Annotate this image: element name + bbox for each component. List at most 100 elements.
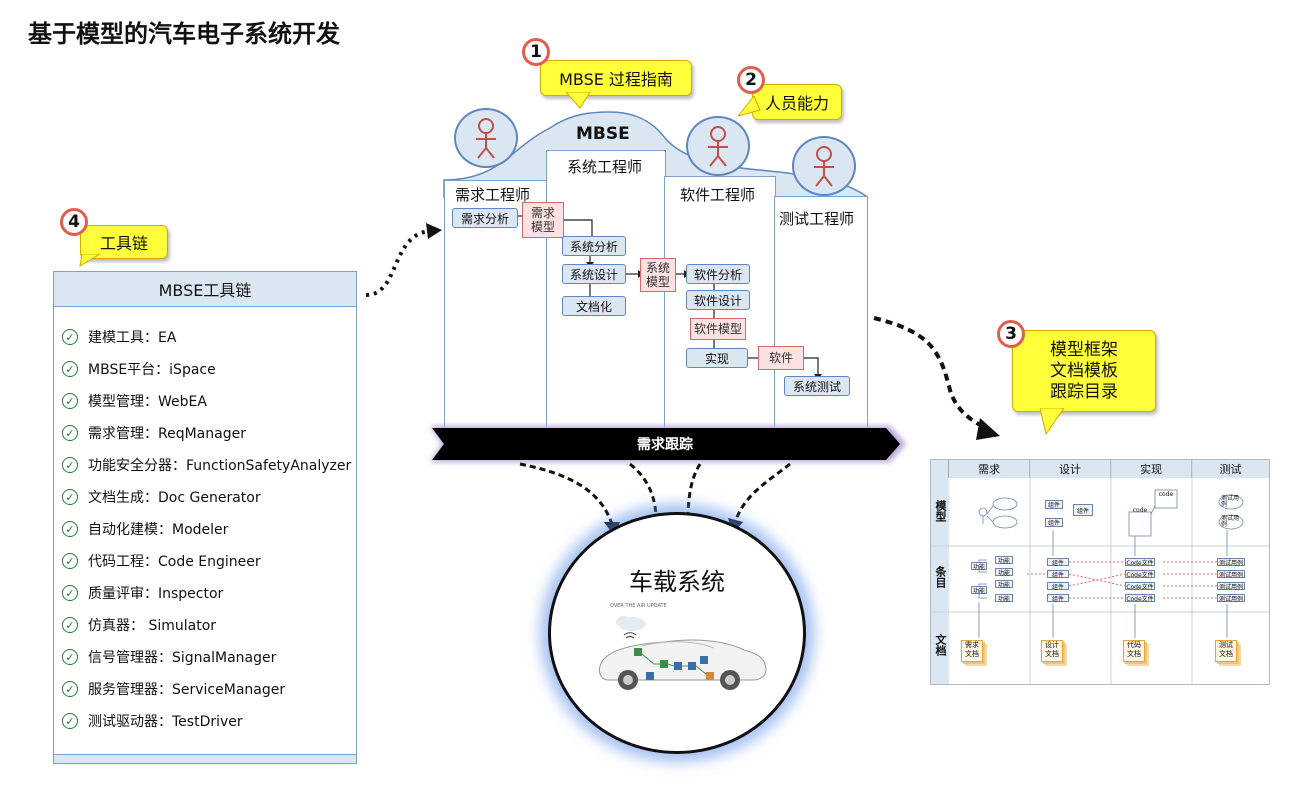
callout-3-pointer xyxy=(1039,408,1065,436)
table-col-header: 实现 xyxy=(1111,460,1192,478)
flow-req-model: 需求 模型 xyxy=(522,202,564,238)
car-system-label: 车载系统 xyxy=(629,568,725,596)
flow-sys-design: 系统设计 xyxy=(562,264,626,284)
number-badge-1-text: 1 xyxy=(530,42,542,62)
item-comp: 组件 xyxy=(1047,558,1069,567)
table-col-header: 测试 xyxy=(1192,460,1269,478)
toolchain-item-label: 测试驱动器：TestDriver xyxy=(88,714,243,730)
toolchain-item: ✓ MBSE平台：iSpace xyxy=(62,357,216,381)
item-func: 功能 xyxy=(995,556,1013,565)
table-col-header: 需求 xyxy=(949,460,1030,478)
table-row-header-strip xyxy=(931,478,949,684)
check-circle-icon: ✓ xyxy=(62,585,78,601)
toolchain-item: ✓代码工程：Code Engineer xyxy=(62,549,261,573)
row-doc-label: 文档 xyxy=(934,634,947,656)
callout-personnel-text: 人员能力 xyxy=(764,94,829,113)
toolchain-item-label: 代码工程：Code Engineer xyxy=(88,554,261,570)
flow-sys-model: 系统 模型 xyxy=(640,258,676,292)
flow-sw-design: 软件设计 xyxy=(686,290,750,310)
number-badge-4: 4 xyxy=(60,208,88,236)
callout-2-pointer xyxy=(738,96,761,117)
toolchain-item-label: MBSE平台：iSpace xyxy=(88,362,216,378)
toolchain-item-label: 自动化建模：Modeler xyxy=(88,522,229,538)
model-comp: 组件 xyxy=(1073,504,1093,516)
toolchain-item: ✓ 自动化建模：Modeler xyxy=(62,517,228,541)
check-circle-icon: ✓ xyxy=(62,713,78,729)
toolchain-item: ✓质量评审：Inspector xyxy=(62,581,223,605)
toolchain-panel: MBSE工具链 ✓ 建模工具：EA ✓ MBSE平台：iSpace ✓ 模型管理：WebE… xyxy=(53,271,357,764)
toolchain-item: ✓ 模型管理：WebEA xyxy=(62,389,207,413)
toolchain-item-label: 文档生成：Doc Generator xyxy=(88,490,261,506)
item-testcase: 测试用例 xyxy=(1217,594,1245,603)
check-circle-icon: ✓ xyxy=(62,457,78,473)
check-circle-icon: ✓ xyxy=(62,393,78,409)
person-icon xyxy=(686,116,750,176)
callout-framework-line-1: 模型框架 xyxy=(1050,339,1118,360)
check-circle-icon: ✓ xyxy=(62,521,78,537)
item-codefile: Code文件 xyxy=(1125,570,1155,579)
item-codefile: Code文件 xyxy=(1125,594,1155,603)
check-circle-icon: ✓ xyxy=(62,649,78,665)
model-comp: 组件 xyxy=(1045,500,1063,509)
model-code: code xyxy=(1132,507,1148,514)
callout-framework-line-2: 文档模板 xyxy=(1050,360,1118,381)
callout-toolchain-text: 工具链 xyxy=(99,234,148,253)
callout-toolchain: 工具链 xyxy=(80,225,168,259)
person-icon xyxy=(454,108,518,168)
item-comp: 组件 xyxy=(1047,570,1069,579)
toolchain-header-text: MBSE工具链 xyxy=(158,281,252,300)
number-badge-2: 2 xyxy=(737,66,765,94)
traceability-table: 需求 设计 实现 测试 模型 条目 文档 xyxy=(930,459,1270,685)
toolchain-item-label: 信号管理器：SignalManager xyxy=(88,650,277,666)
page-title: 基于模型的汽车电子系统开发 xyxy=(28,20,340,48)
toolchain-item: ✓ 功能安全分器：FunctionSafetyAnalyzer xyxy=(62,453,351,477)
item-codefile: Code文件 xyxy=(1125,558,1155,567)
toolchain-item-label: 服务管理器：ServiceManager xyxy=(88,682,286,698)
table-row-header: 条目 xyxy=(931,566,949,592)
number-badge-3: 3 xyxy=(997,320,1025,348)
item-testcase: 测试用例 xyxy=(1217,582,1245,591)
toolchain-item: ✓文档生成：Doc Generator xyxy=(62,485,261,509)
role-sys-engineer: 系统工程师 xyxy=(567,158,643,176)
item-codefile: Code文件 xyxy=(1125,582,1155,591)
callout-process-guide-text: MBSE 过程指南 xyxy=(559,70,673,89)
toolchain-item-label: 仿真器： Simulator xyxy=(88,618,217,634)
table-corner xyxy=(931,460,949,478)
flow-connectors xyxy=(518,215,822,380)
model-testcase: 测试用例 xyxy=(1221,515,1240,528)
toolchain-item-label: 功能安全分器：FunctionSafetyAnalyzer xyxy=(88,458,352,474)
dotted-arrow-icon xyxy=(365,223,442,297)
toolchain-item-label: 建模工具：EA xyxy=(88,330,177,346)
row-model-label: 模型 xyxy=(934,500,947,522)
toolchain-footer xyxy=(54,754,356,763)
toolchain-item: ✓需求管理：ReqManager xyxy=(62,421,246,445)
trace-bar xyxy=(430,426,906,462)
item-testcase: 测试用例 xyxy=(1217,570,1245,579)
check-circle-icon: ✓ xyxy=(62,617,78,633)
role-test-engineer: 测试工程师 xyxy=(779,210,855,228)
doc-req: 需求文档 xyxy=(961,640,983,662)
role-req-engineer: 需求工程师 xyxy=(455,186,531,204)
number-badge-4-text: 4 xyxy=(68,212,80,232)
dashed-arrow-to-table xyxy=(873,316,1000,440)
toolchain-item: ✓ 仿真器： Simulator xyxy=(62,613,216,637)
trace-bar-label: 需求跟踪 xyxy=(637,437,693,453)
person-icon xyxy=(792,136,856,196)
callout-personnel: 人员能力 xyxy=(752,84,842,120)
model-code: code xyxy=(1158,491,1174,498)
check-circle-icon: ✓ xyxy=(62,361,78,377)
toolchain-item-label: 模型管理：WebEA xyxy=(88,394,207,410)
callout-1-pointer xyxy=(565,92,591,109)
table-row-header: 文档 xyxy=(931,634,949,660)
check-circle-icon: ✓ xyxy=(62,329,78,345)
toolchain-item: ✓ 测试驱动器：TestDriver xyxy=(62,709,243,733)
row-item-label: 条目 xyxy=(934,566,947,588)
callout-4-pointer xyxy=(79,254,101,267)
car-system xyxy=(548,512,806,754)
item-func: 功能 xyxy=(995,568,1013,577)
flow-sw-analysis: 软件分析 xyxy=(686,264,750,284)
item-func: 功能 xyxy=(971,586,987,595)
toolchain-item: ✓服务管理器：ServiceManager xyxy=(62,677,285,701)
flow-impl: 实现 xyxy=(686,348,748,368)
item-func: 功能 xyxy=(995,580,1013,589)
